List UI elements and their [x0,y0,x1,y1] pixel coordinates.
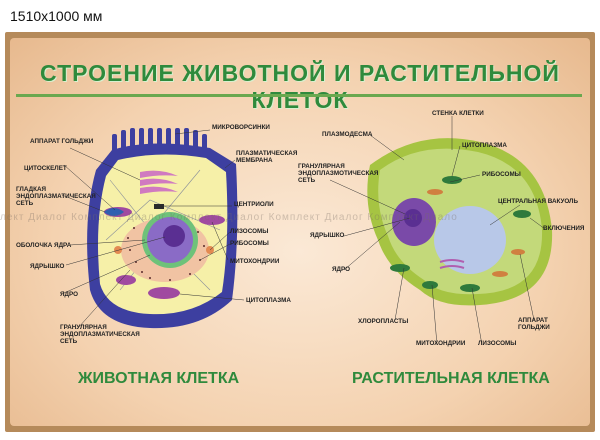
label-mitochondria-plant: МИТОХОНДРИИ [416,340,466,347]
label-nucleus-animal: ЯДРО [60,291,79,298]
watermark: лект Диалог Комплект Диалог Комплект Диа… [0,212,458,223]
label-cell-wall: СТЕНКА КЛЕТКИ [432,110,484,117]
label-microvilli: МИКРОВОРСИНКИ [212,124,270,131]
label-inclusions: ВКЛЮЧЕНИЯ [543,225,585,232]
label-golgi: АППАРАТ ГОЛЬДЖИ [30,138,94,145]
label-golgi-plant: АППАРАТ ГОЛЬДЖИ [518,317,550,331]
label-ribosomes-animal: РИБОСОМЫ [230,240,269,247]
title-underline [16,94,582,97]
size-caption: 1510x1000 мм [10,8,103,24]
label-rough-er-plant: ГРАНУЛЯРНАЯ ЭНДОПЛАЗМОТИЧЕСКАЯ СЕТЬ [298,163,379,184]
label-nucleolus-plant: ЯДРЫШКО [310,232,345,239]
poster-title: СТРОЕНИЕ ЖИВОТНОЙ И РАСТИТЕЛЬНОЙ КЛЕТОК [40,60,560,113]
label-central-vacuole: ЦЕНТРАЛЬНАЯ ВАКУОЛЬ [498,198,579,205]
label-rough-er-animal: ГРАНУЛЯРНАЯ ЭНДОПЛАЗМАТИЧЕСКАЯ СЕТЬ [60,324,140,345]
label-chloroplasts: ХЛОРОПЛАСТЫ [358,318,409,325]
caption-plant-cell: РАСТИТЕЛЬНАЯ КЛЕТКА [352,370,550,387]
label-lysosomes-plant: ЛИЗОСОМЫ [478,340,517,347]
caption-animal-cell: ЖИВОТНАЯ КЛЕТКА [78,370,240,387]
label-cytoskeleton: ЦИТОСКЕЛЕТ [24,165,67,172]
label-smooth-er: ГЛАДКАЯ ЭНДОПЛАЗМАТИЧЕСКАЯ СЕТЬ [16,186,96,207]
label-plasmodesma: ПЛАЗМОДЕСМА [322,131,373,138]
label-plasma-membrane: ПЛАЗМАТИЧЕСКАЯ МЕМБРАНА [236,150,298,164]
animal-leader-lines [61,129,245,329]
label-centrioles: ЦЕНТРИОЛИ [234,201,274,208]
animal-cell-illustration [87,128,238,329]
label-nucleus-plant: ЯДРО [332,266,351,273]
label-cytoplasm-animal: ЦИТОПЛАЗМА [246,297,291,304]
label-lysosomes-animal: ЛИЗОСОМЫ [230,228,269,235]
label-mitochondria-animal: МИТОХОНДРИИ [230,258,280,265]
label-nuclear-envelope: ОБОЛОЧКА ЯДРА [16,242,72,249]
label-nucleolus-animal: ЯДРЫШКО [30,263,65,270]
plant-leader-lines [329,116,546,346]
label-cytoplasm-plant: ЦИТОПЛАЗМА [462,142,507,149]
plant-cell-illustration [367,138,553,306]
label-ribosomes-plant: РИБОСОМЫ [482,171,521,178]
